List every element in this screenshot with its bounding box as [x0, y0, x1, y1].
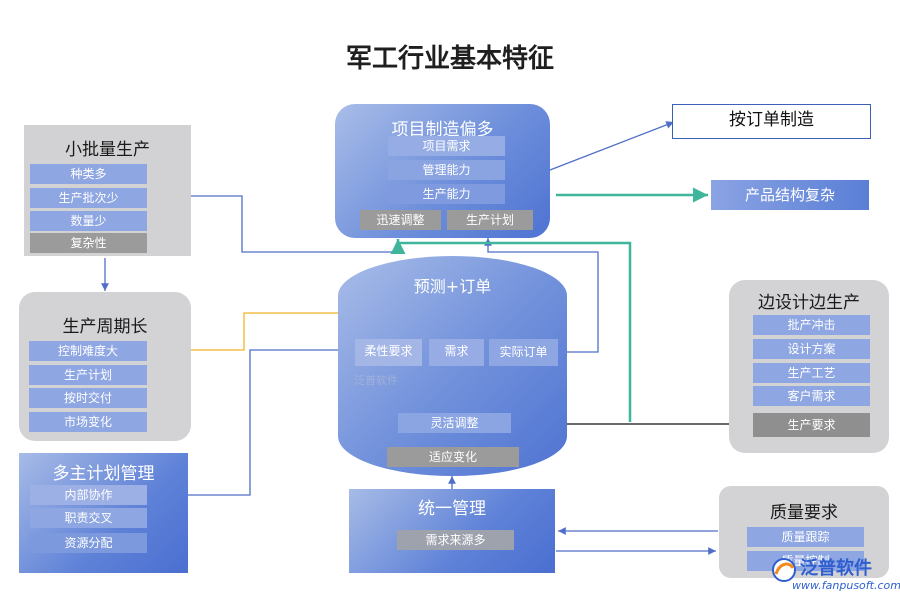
- long-cycle-title: 生产周期长: [62, 317, 148, 337]
- long-cycle-panel: 生产周期长 控制难度大 生产计划 按时交付 市场变化: [19, 292, 191, 441]
- small-batch-item: 数量少: [30, 211, 147, 231]
- multi-plan-title: 多主计划管理: [52, 464, 155, 484]
- forecast-demand: 需求: [429, 339, 484, 366]
- page-title: 军工行业基本特征: [345, 44, 554, 74]
- project-mfg-adjust: 迅速调整: [360, 210, 441, 230]
- small-batch-item: 生产批次少: [30, 188, 147, 208]
- project-mfg-item: 项目需求: [388, 136, 505, 156]
- small-batch-panel: 小批量生产 种类多 生产批次少 数量少 复杂性: [24, 125, 191, 256]
- forecast-adapt: 适应变化: [387, 447, 519, 467]
- forecast-flex: 柔性要求: [355, 339, 422, 366]
- unified-title: 统一管理: [418, 499, 486, 519]
- project-mfg-panel: 项目制造偏多 项目需求 管理能力 生产能力 迅速调整 生产计划: [335, 104, 550, 238]
- unified-item: 需求来源多: [397, 530, 514, 550]
- multi-plan-item: 资源分配: [30, 533, 147, 553]
- multi-plan-panel: 多主计划管理 内部协作 职责交叉 资源分配: [19, 453, 188, 573]
- design-produce-panel: 边设计边生产 批产冲击 设计方案 生产工艺 客户需求 生产要求: [729, 280, 889, 453]
- line-requirement-to-adjust: [390, 239, 632, 422]
- project-mfg-title: 项目制造偏多: [391, 120, 494, 140]
- order-mfg-box: 按订单制造: [672, 104, 871, 139]
- design-produce-item: 批产冲击: [753, 315, 870, 335]
- project-mfg-item: 管理能力: [388, 160, 505, 180]
- forecast-actual-order: 实际订单: [489, 339, 558, 366]
- project-mfg-plan: 生产计划: [447, 210, 533, 230]
- design-produce-item: 生产工艺: [753, 363, 870, 383]
- long-cycle-item: 生产计划: [29, 365, 147, 385]
- design-produce-item: 设计方案: [753, 339, 870, 359]
- brand-url: www.fanpusoft.com: [792, 579, 900, 592]
- long-cycle-item: 市场变化: [29, 412, 147, 432]
- multi-plan-item: 内部协作: [30, 485, 147, 505]
- forecast-watermark: 泛普软件: [354, 374, 398, 387]
- design-produce-item: 客户需求: [753, 386, 870, 406]
- brand-logo: 泛普软件 www.fanpusoft.com: [770, 554, 900, 598]
- line-order-to-plan: [484, 238, 599, 353]
- design-produce-item: 生产要求: [753, 413, 870, 437]
- design-produce-title: 边设计边生产: [758, 293, 860, 313]
- long-cycle-item: 控制难度大: [29, 341, 147, 361]
- multi-plan-item: 职责交叉: [30, 508, 147, 528]
- forecast-flexible-adjust: 灵活调整: [398, 413, 511, 433]
- project-mfg-item: 生产能力: [388, 184, 505, 204]
- small-batch-item: 复杂性: [30, 233, 147, 253]
- small-batch-item: 种类多: [30, 164, 147, 184]
- product-structure-box: 产品结构复杂: [711, 180, 869, 210]
- quality-item: 质量跟踪: [747, 527, 864, 547]
- brand-name: 泛普软件: [800, 558, 872, 579]
- forecast-title: 预测+订单: [413, 277, 492, 296]
- arrow-project-to-order: [549, 121, 675, 171]
- small-batch-title: 小批量生产: [65, 140, 150, 160]
- forecast-cylinder: 预测+订单 柔性要求 需求 实际订单 泛普软件 灵活调整 适应变化: [338, 256, 567, 476]
- long-cycle-item: 按时交付: [29, 388, 147, 408]
- quality-title: 质量要求: [770, 503, 838, 523]
- brand-logo-icon: [772, 558, 796, 582]
- line-cooperate-to-flex: [148, 346, 352, 496]
- unified-panel: 统一管理 需求来源多: [349, 489, 555, 573]
